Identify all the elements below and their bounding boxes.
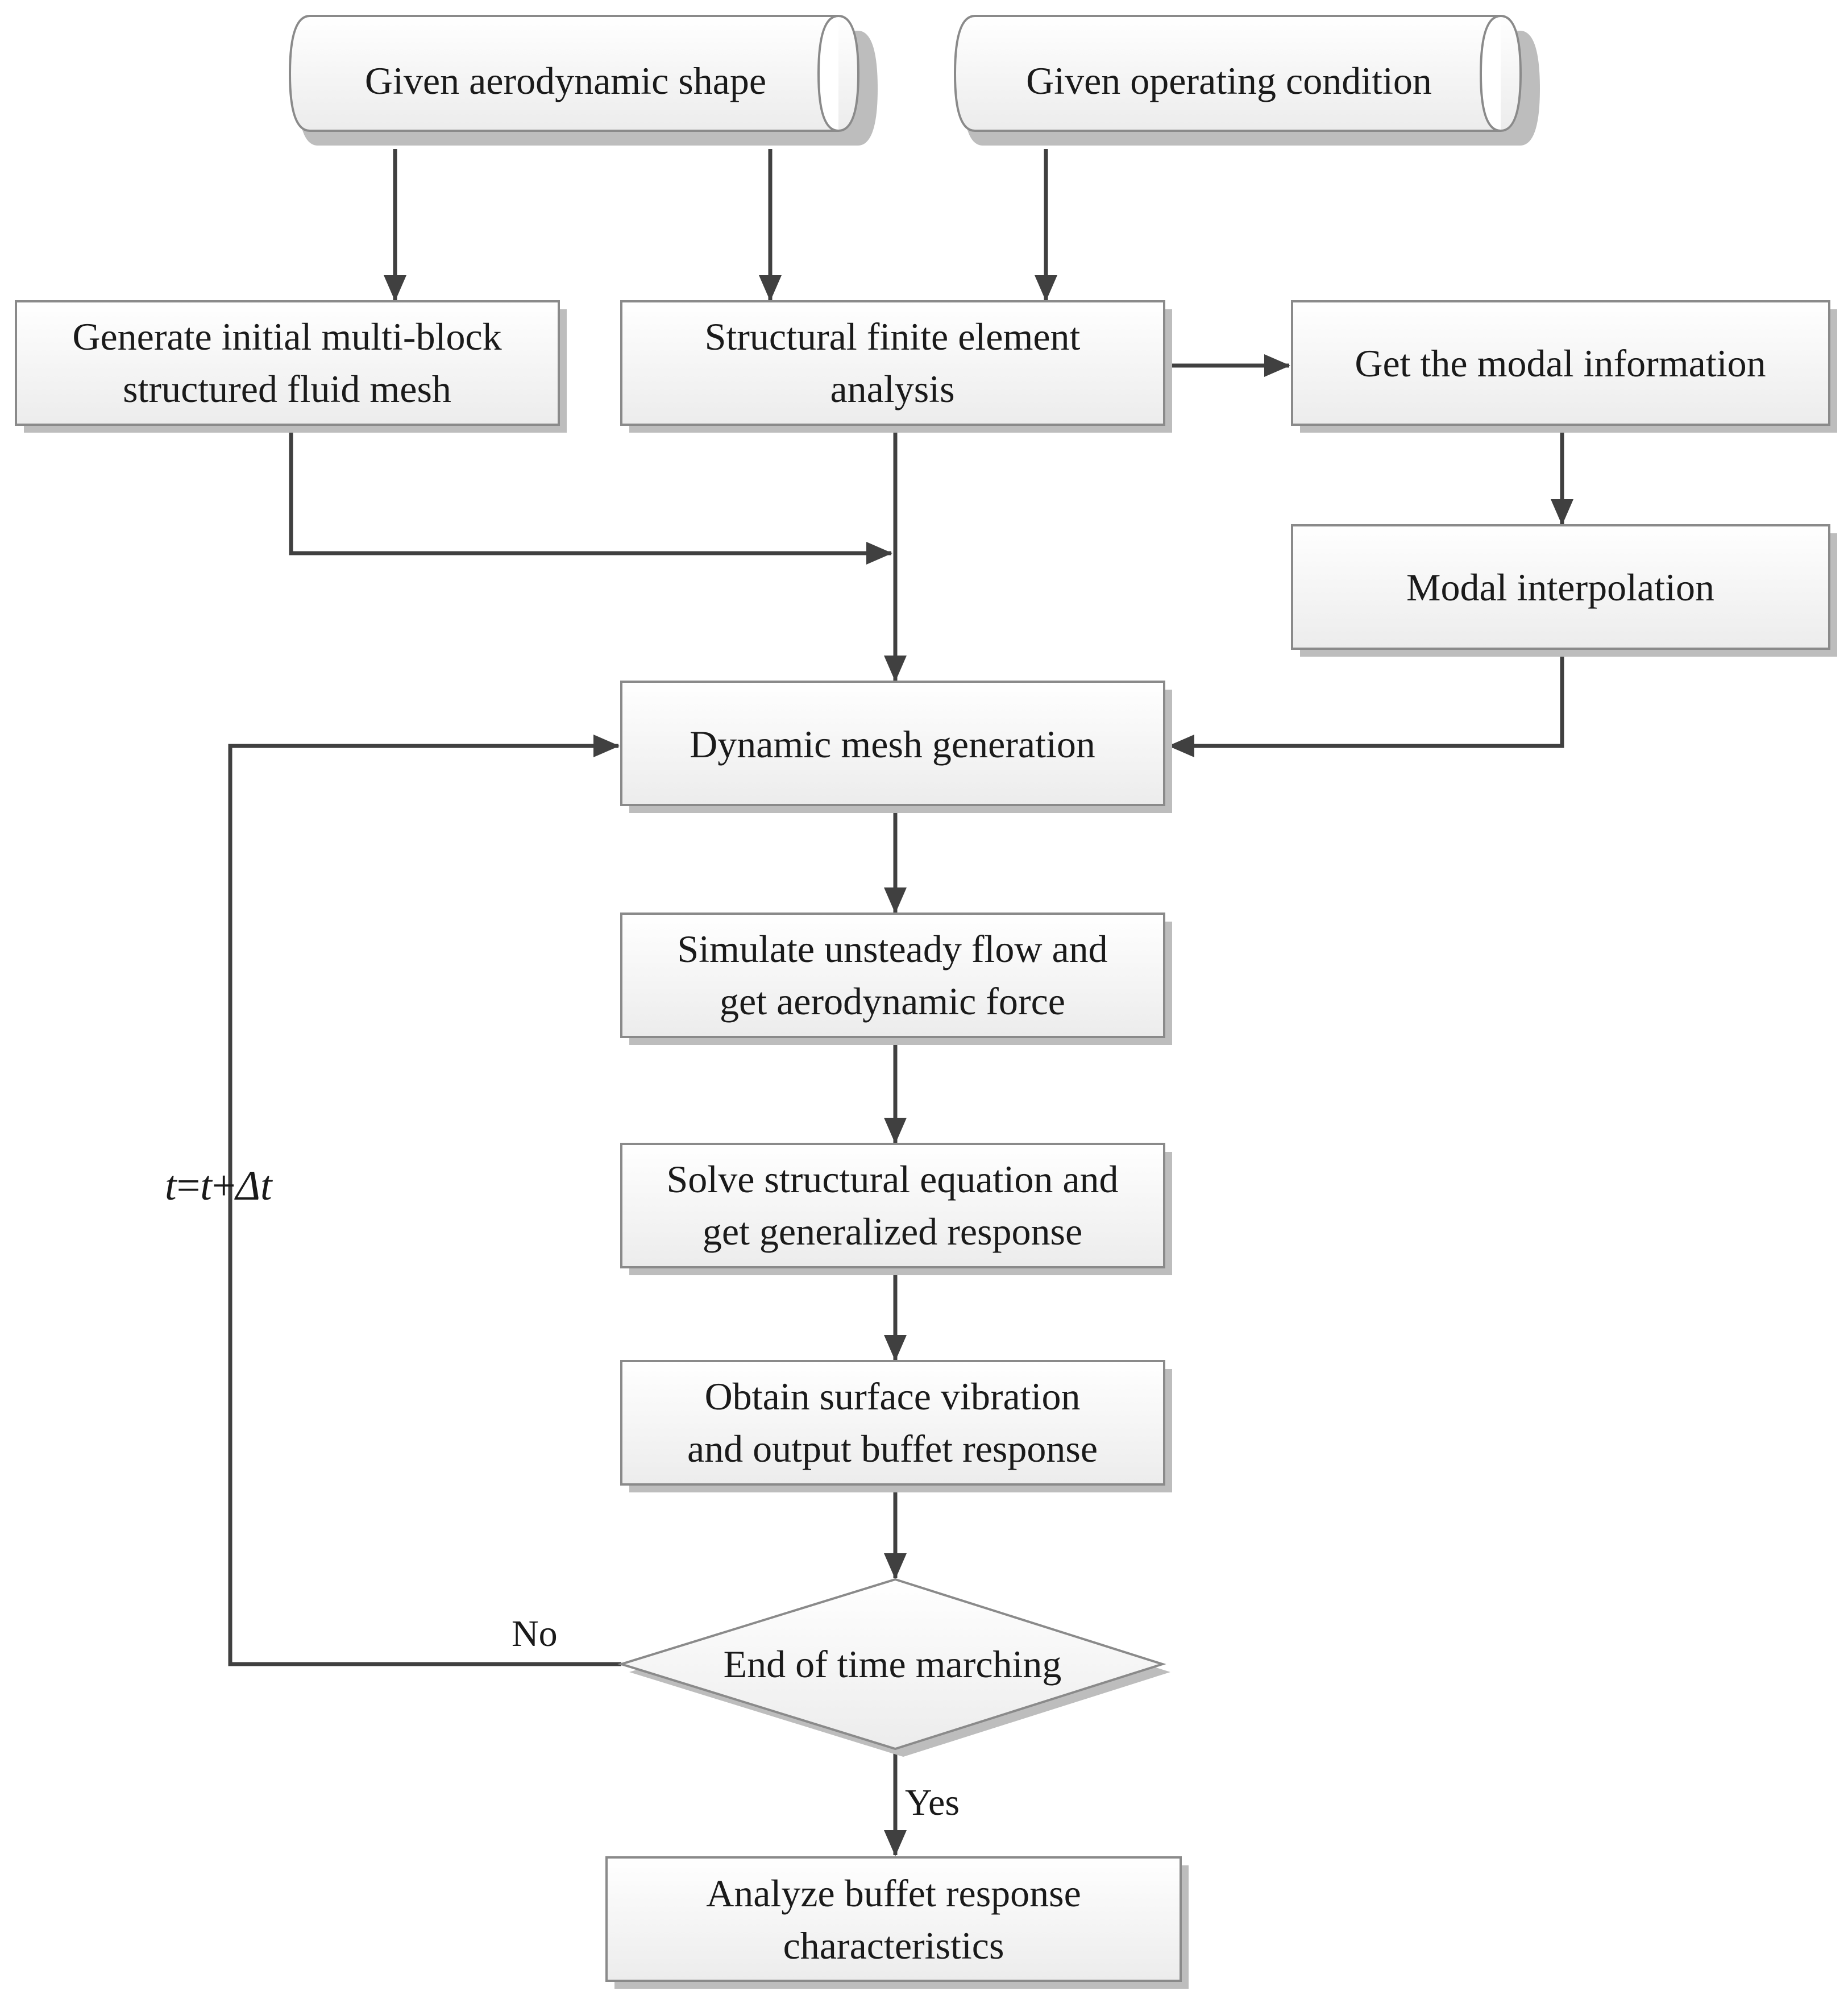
source-operating-condition-label: Given operating condition [1026, 59, 1432, 102]
process-modal-info-label: Get the modal information [1355, 342, 1766, 385]
process-unsteady-flow-line-1: Simulate unsteady flow and [677, 927, 1107, 970]
process-fe-analysis-line-2: analysis [830, 367, 954, 410]
process-structural-equation-line-2: get generalized response [703, 1210, 1082, 1253]
arrow-interp-to-dynamic-mesh [1168, 654, 1564, 757]
source-aerodynamic-shape-label: Given aerodynamic shape [365, 59, 766, 102]
process-surface-vibration-line-1: Obtain surface vibration [705, 1375, 1081, 1418]
process-fluid-mesh-line-2: structured fluid mesh [123, 367, 451, 410]
process-structural-equation: Solve structural equation and get genera… [620, 1143, 1172, 1275]
source-operating-condition: Given operating condition [953, 15, 1540, 146]
arrow-no-loop [228, 735, 621, 1666]
edge-label-yes: Yes [905, 1782, 960, 1823]
loop-label-t3: t [260, 1163, 273, 1209]
loop-label-t1: t [165, 1163, 178, 1209]
process-modal-interpolation-label: Modal interpolation [1406, 566, 1714, 609]
loop-time-increment-label: t=t+Δt [165, 1163, 273, 1209]
loop-label-eq: = [177, 1163, 201, 1209]
process-fe-analysis-line-1: Structural finite element [705, 315, 1081, 358]
process-structural-equation-line-1: Solve structural equation and [666, 1158, 1118, 1201]
loop-label-plus: + [212, 1163, 236, 1209]
decision-end-of-time-marching: End of time marching [617, 1578, 1170, 1757]
decision-end-of-time-marching-label: End of time marching [724, 1643, 1062, 1686]
process-fe-analysis: Structural finite element analysis [620, 300, 1172, 433]
connectors [228, 149, 1573, 1856]
process-fluid-mesh-line-1: Generate initial multi-block [72, 315, 501, 358]
process-dynamic-mesh-label: Dynamic mesh generation [690, 723, 1095, 766]
process-fluid-mesh: Generate initial multi-block structured … [15, 300, 567, 433]
process-unsteady-flow: Simulate unsteady flow and get aerodynam… [620, 913, 1172, 1045]
process-surface-vibration-line-2: and output buffet response [687, 1427, 1098, 1470]
process-analyze-buffet: Analyze buffet response characteristics [605, 1856, 1189, 1989]
loop-label-t2: t [200, 1163, 213, 1209]
edge-label-no: No [512, 1613, 558, 1654]
process-modal-interpolation: Modal interpolation [1291, 524, 1837, 657]
loop-label-delta: Δ [234, 1163, 260, 1209]
process-analyze-buffet-line-1: Analyze buffet response [706, 1872, 1081, 1915]
source-aerodynamic-shape: Given aerodynamic shape [288, 15, 878, 146]
process-dynamic-mesh: Dynamic mesh generation [620, 681, 1172, 813]
process-modal-info: Get the modal information [1291, 300, 1837, 433]
connector-fluid-mesh-to-junction [289, 428, 892, 565]
process-surface-vibration: Obtain surface vibration and output buff… [620, 1360, 1172, 1492]
process-analyze-buffet-line-2: characteristics [783, 1924, 1004, 1967]
process-unsteady-flow-line-2: get aerodynamic force [720, 980, 1065, 1023]
